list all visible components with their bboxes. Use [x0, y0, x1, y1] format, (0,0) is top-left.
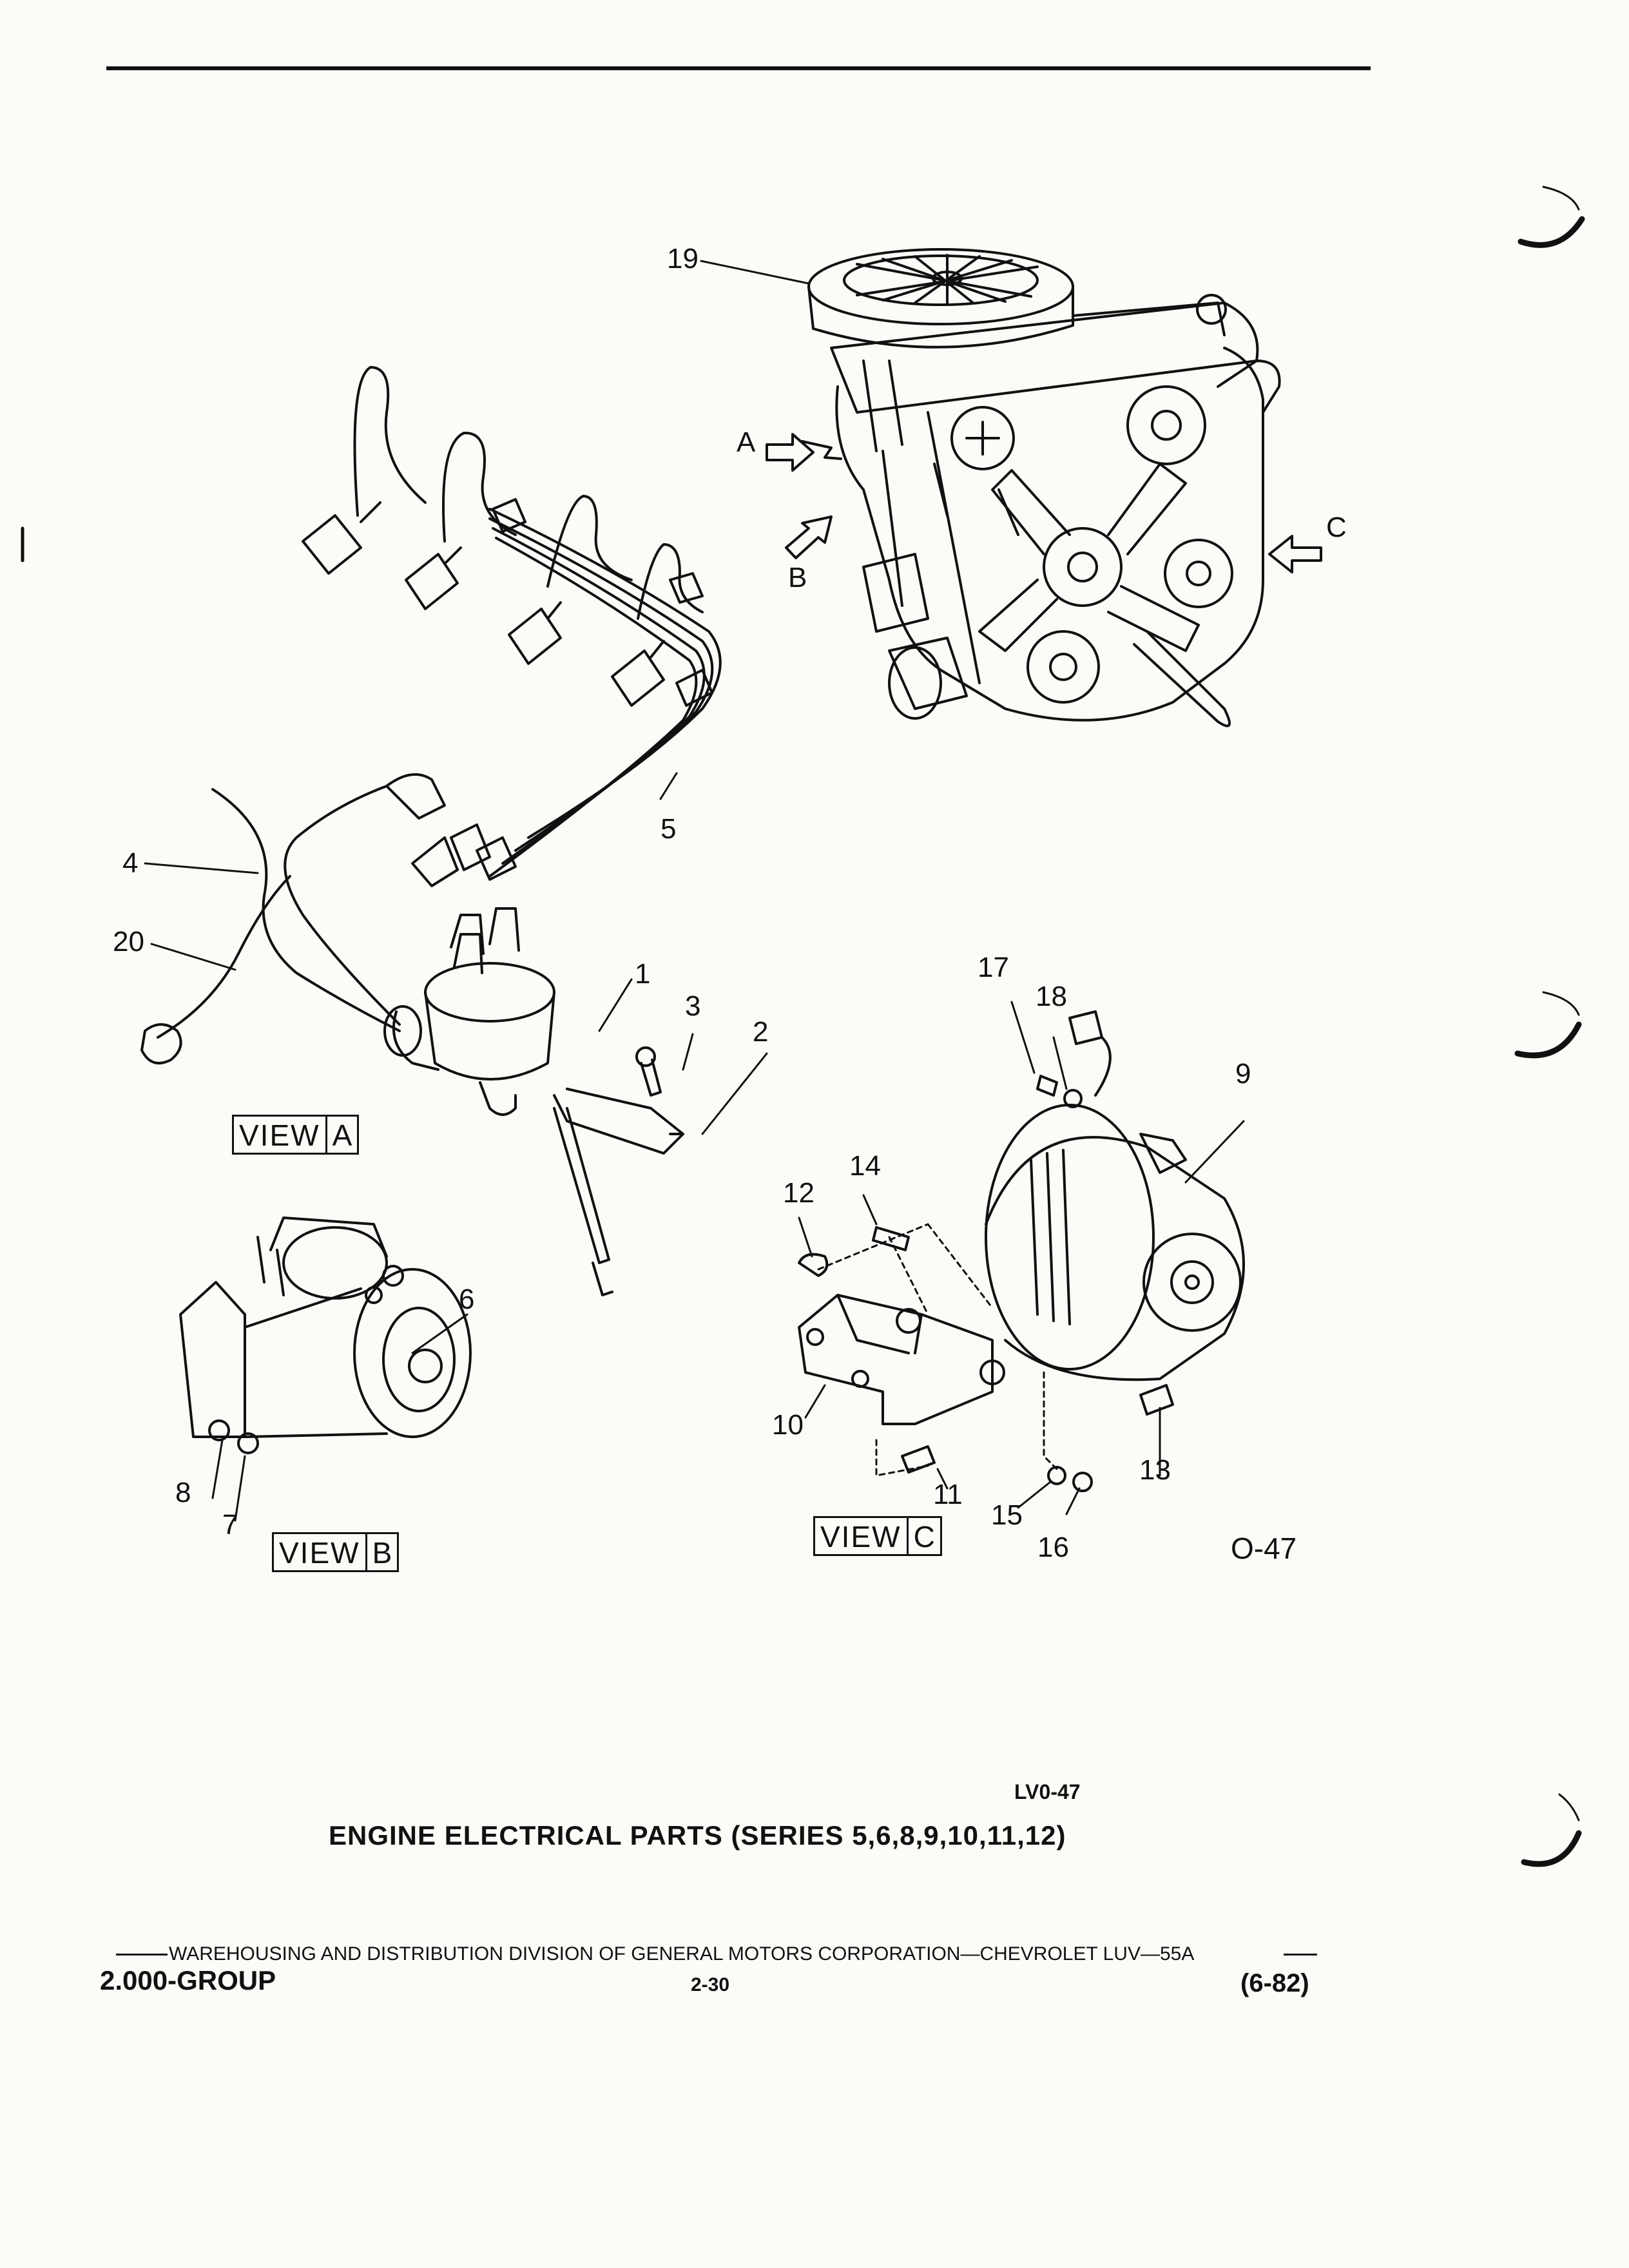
callout-3: 3	[685, 990, 701, 1022]
footer-date: (6-82)	[1240, 1969, 1309, 1997]
callout-19: 19	[667, 243, 699, 274]
caption-code: LV0-47	[1014, 1780, 1081, 1803]
footer-publisher: WAREHOUSING AND DISTRIBUTION DIVISION OF…	[169, 1943, 1195, 1965]
ignition-wires	[140, 366, 722, 1064]
footer-rule-right	[1284, 1954, 1317, 1956]
callout-7: 7	[222, 1509, 238, 1541]
callout-C: C	[1326, 512, 1347, 543]
callout-12: 12	[783, 1177, 815, 1209]
view-a-word: VIEW	[239, 1119, 320, 1152]
footer-group: 2.000-GROUP	[100, 1965, 276, 1995]
callout-15: 15	[991, 1499, 1023, 1531]
distributor-drawing	[383, 907, 684, 1296]
figure-code: O-47	[1231, 1532, 1297, 1565]
callout-13: 13	[1139, 1454, 1171, 1486]
callout-9: 9	[1235, 1058, 1251, 1090]
view-arrows	[766, 433, 1322, 573]
callout-1: 1	[635, 958, 651, 990]
view-b-key: B	[365, 1534, 398, 1570]
callout-2: 2	[753, 1016, 769, 1048]
view-c-word: VIEW	[820, 1520, 901, 1553]
bolt-3	[640, 1059, 662, 1097]
callout-B: B	[788, 562, 807, 593]
caption-title: ENGINE ELECTRICAL PARTS (SERIES 5,6,8,9,…	[329, 1820, 1066, 1850]
callout-4: 4	[122, 847, 139, 879]
callout-6: 6	[459, 1283, 475, 1315]
top-rule	[106, 66, 1371, 70]
view-a-label: VIEW A	[232, 1115, 360, 1155]
view-c-key: C	[906, 1518, 940, 1554]
callout-18: 18	[1036, 981, 1067, 1012]
callout-10: 10	[772, 1409, 804, 1441]
callout-20: 20	[113, 926, 144, 957]
callout-16: 16	[1037, 1532, 1069, 1563]
footer-page-number: 2-30	[691, 1974, 730, 1995]
view-c-label: VIEW C	[813, 1516, 942, 1556]
callout-5: 5	[660, 813, 677, 845]
callout-14: 14	[849, 1150, 881, 1182]
callout-A: A	[737, 427, 756, 458]
engine-drawing	[807, 248, 1281, 727]
callout-17: 17	[978, 952, 1009, 983]
view-a-key: A	[325, 1117, 358, 1153]
footer-rule-left	[116, 1954, 168, 1956]
view-b-label: VIEW B	[272, 1532, 400, 1572]
callout-8: 8	[175, 1477, 191, 1508]
starter-drawing	[179, 1216, 472, 1454]
callout-11: 11	[933, 1479, 963, 1510]
alternator-drawing	[798, 1010, 1245, 1492]
view-b-word: VIEW	[279, 1536, 360, 1570]
